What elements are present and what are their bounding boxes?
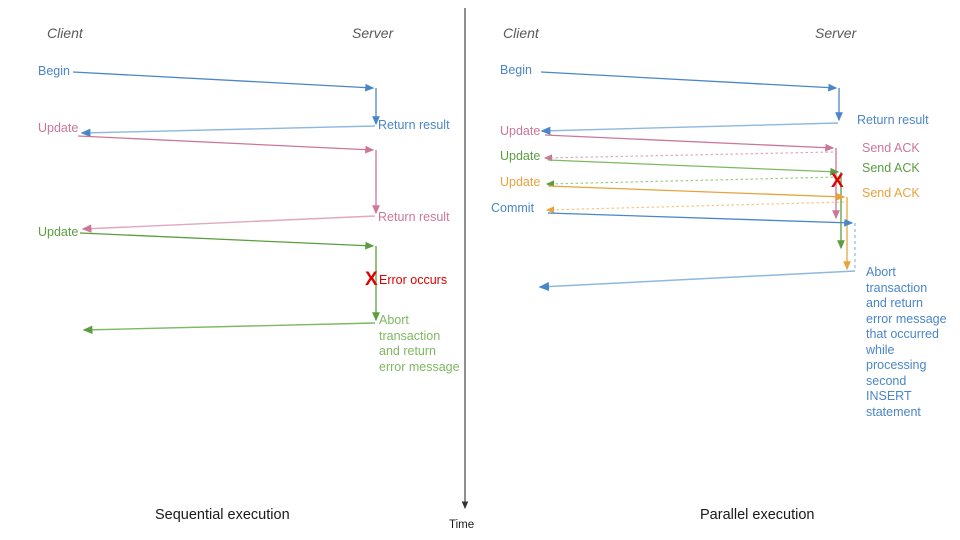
time-axis-label: Time bbox=[449, 519, 475, 531]
arrow-return-result-right bbox=[540, 122, 839, 135]
right-message-update-2: Update bbox=[500, 149, 541, 163]
arrow-update-2-left bbox=[79, 232, 375, 250]
right-message-send-ack-3: Send ACK bbox=[862, 186, 920, 200]
arrow-return-result-2-left bbox=[81, 215, 376, 233]
right-lane-title-server: Server bbox=[815, 25, 857, 41]
left-message-error-occurs: Error occurs bbox=[379, 273, 448, 287]
left-message-begin: Begin bbox=[38, 64, 70, 78]
right-message-begin: Begin bbox=[500, 63, 532, 77]
arrow-update-1-right bbox=[544, 134, 835, 152]
arrow-update-3-right bbox=[547, 185, 846, 201]
left-message-abort: Abort transaction and return error messa… bbox=[379, 313, 460, 374]
arrow-begin-right bbox=[540, 71, 838, 92]
arrow-return-result-1-left bbox=[80, 125, 376, 137]
left-message-return-result-2: Return result bbox=[378, 210, 450, 224]
right-panel-arrows bbox=[538, 71, 856, 292]
error-x-icon-right: X bbox=[831, 171, 844, 192]
left-message-update-1: Update bbox=[38, 121, 79, 135]
arrow-update-2-right bbox=[547, 159, 840, 176]
right-lane-title-client: Client bbox=[503, 25, 539, 41]
right-message-return-result: Return result bbox=[857, 113, 929, 127]
left-panel-arrows bbox=[72, 71, 380, 334]
error-x-icon-left: X bbox=[365, 269, 378, 290]
left-lane-title-client: Client bbox=[47, 25, 83, 41]
right-message-abort: Abort transaction and return error messa… bbox=[866, 265, 947, 419]
caption-parallel: Parallel execution bbox=[700, 507, 815, 523]
arrow-ack-3-right bbox=[545, 201, 845, 214]
arrow-abort-left bbox=[82, 322, 376, 334]
left-lane-title-server: Server bbox=[352, 25, 394, 41]
left-message-return-result-1: Return result bbox=[378, 118, 450, 132]
arrow-ack-1-right bbox=[543, 151, 834, 162]
right-message-commit: Commit bbox=[491, 201, 535, 215]
left-message-update-2: Update bbox=[38, 225, 79, 239]
arrow-abort-right bbox=[538, 270, 856, 292]
arrow-update-1-left bbox=[77, 135, 375, 154]
right-message-send-ack-1: Send ACK bbox=[862, 141, 920, 155]
arrow-commit-right bbox=[547, 212, 854, 227]
arrow-ack-2-right bbox=[545, 176, 839, 188]
right-message-send-ack-2: Send ACK bbox=[862, 161, 920, 175]
arrow-begin-left bbox=[72, 71, 375, 92]
caption-sequential: Sequential execution bbox=[155, 507, 290, 523]
right-message-update-3: Update bbox=[500, 175, 541, 189]
right-message-update-1: Update bbox=[500, 124, 541, 138]
